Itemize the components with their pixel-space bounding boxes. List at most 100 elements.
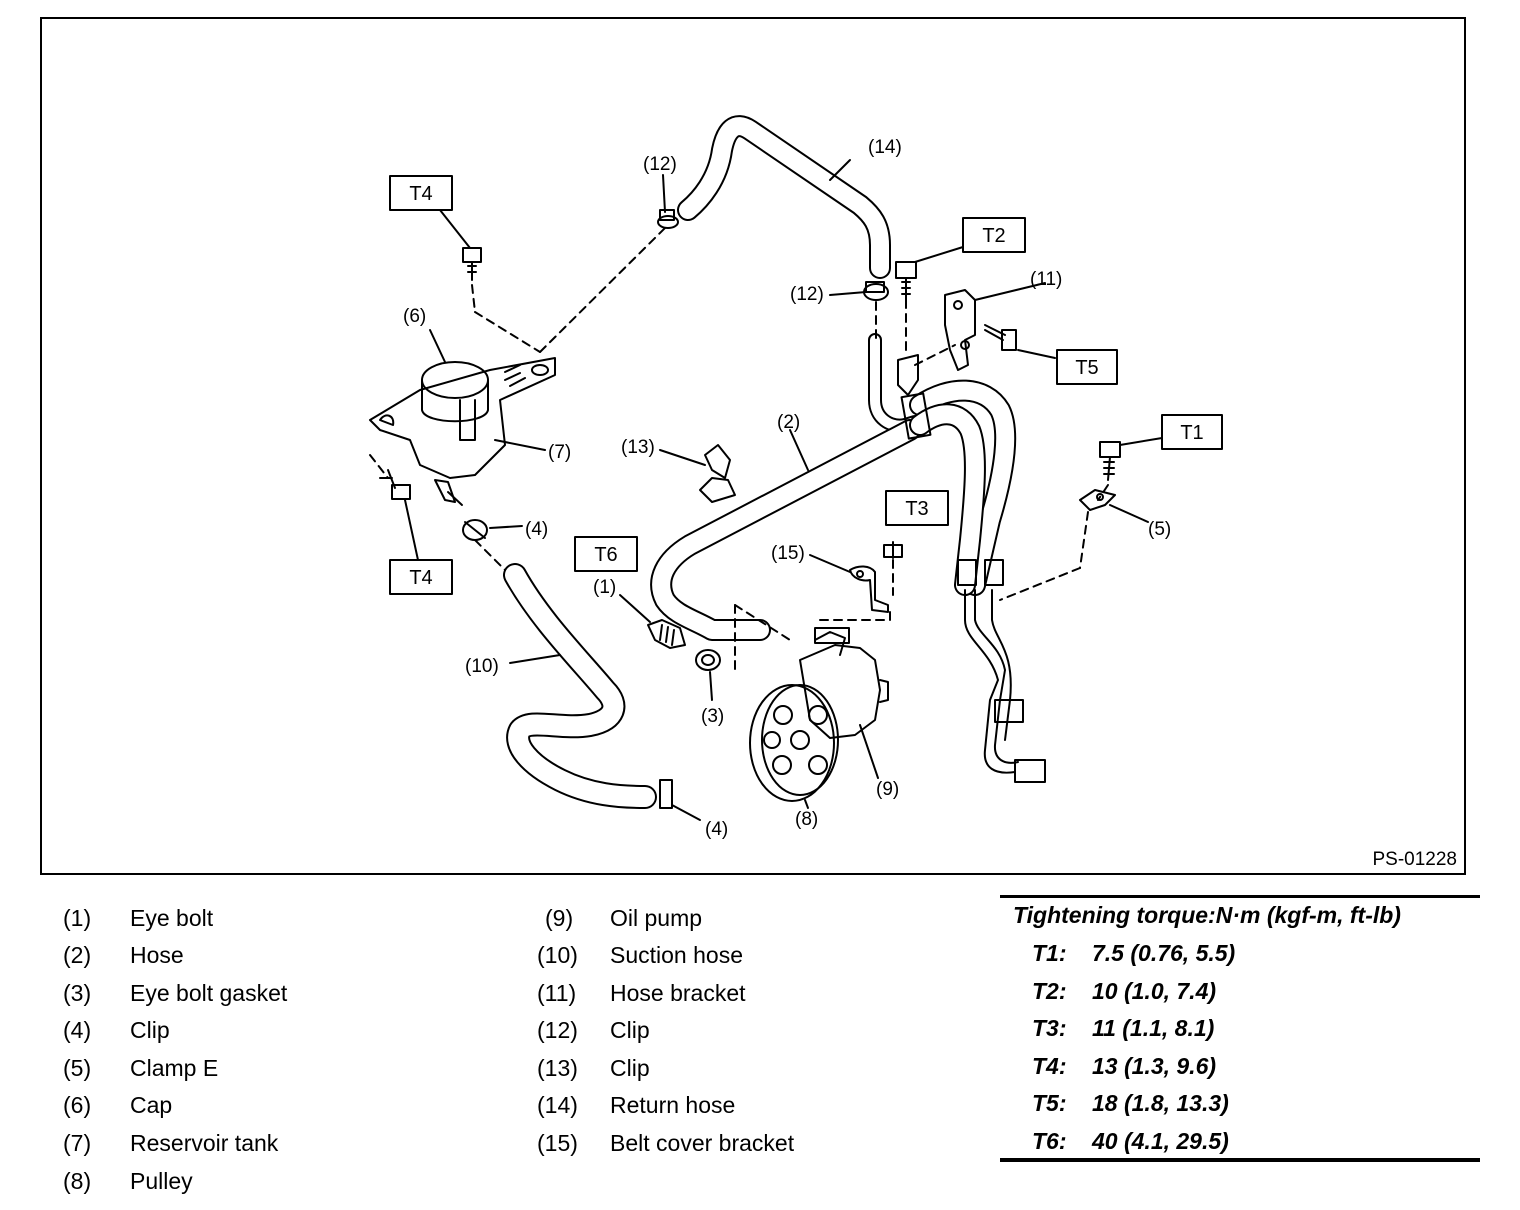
torque-key: T3:: [1032, 1015, 1067, 1041]
legend-number: (11): [537, 980, 577, 1006]
legend-number: (5): [63, 1055, 92, 1081]
torque-box-t3: [885, 490, 949, 526]
clip-4-lower: [659, 779, 701, 821]
torque-value: 10 (1.0, 7.4): [1092, 978, 1217, 1004]
legend-part-name: Oil pump: [610, 905, 703, 931]
legend-part-name: Belt cover bracket: [610, 1130, 795, 1156]
torque-value: 7.5 (0.76, 5.5): [1092, 940, 1236, 966]
legend-part-name: Suction hose: [610, 942, 743, 968]
callout-6: (6): [403, 306, 426, 327]
callout-7: (7): [548, 442, 571, 463]
legend-part-name: Eye bolt: [130, 905, 214, 931]
torque-label-t3: T3: [905, 498, 928, 520]
legend-number: (15): [537, 1130, 578, 1156]
legend-number: (1): [63, 905, 92, 931]
diagram-frame: [40, 17, 1466, 875]
legend-part-name: Hose bracket: [610, 980, 746, 1006]
belt-cover-bracket: [809, 541, 903, 613]
callout-12-lower: (12): [790, 284, 824, 305]
callout-leaders: [429, 159, 1046, 471]
torque-key: T4:: [1032, 1053, 1067, 1079]
callout-3: (3): [701, 706, 724, 727]
torque-value: 18 (1.8, 13.3): [1092, 1090, 1229, 1116]
legend-part-name: Clip: [130, 1017, 170, 1043]
legend-number: (12): [537, 1017, 578, 1043]
table-bottom-rule: [1000, 1158, 1480, 1162]
legend-part-name: Reservoir tank: [130, 1130, 279, 1156]
torque-box-t1: [1161, 414, 1223, 450]
torque-label-t5: T5: [1075, 357, 1098, 379]
torque-label-t1: T1: [1180, 422, 1203, 444]
bolt-t5: [984, 324, 1056, 359]
legend-number: (7): [63, 1130, 92, 1156]
callout-13: (13): [621, 437, 655, 458]
torque-key: T6:: [1032, 1128, 1067, 1154]
callout-9: (9): [876, 779, 899, 800]
figure-code: PS-01228: [1372, 849, 1457, 870]
legend-number: (3): [63, 980, 92, 1006]
callout-1: (1): [593, 577, 616, 598]
legend-number: (10): [537, 942, 578, 968]
exploded-diagram: T4 T2 T5 T1 T3 T6 T4 (12) (14) (6) (12) …: [369, 115, 1457, 870]
legend-number: (6): [63, 1092, 92, 1118]
clamp-e: [1079, 489, 1149, 523]
bolt-t4-lower: [379, 469, 419, 561]
legend-part-name: Cap: [130, 1092, 173, 1118]
legend-number: (4): [63, 1017, 92, 1043]
clip-12-lower: [863, 281, 889, 301]
torque-box-t4-upper: [389, 175, 453, 211]
suction-hose: [503, 563, 657, 809]
legend-number: (9): [545, 905, 574, 931]
dashed-guides: [369, 227, 1109, 673]
eye-bolt-gasket: [695, 649, 721, 701]
clip-13: [659, 444, 736, 503]
clip-12-upper: [657, 209, 679, 229]
torque-label-t4-lower: T4: [409, 567, 432, 589]
torque-value: 11 (1.1, 8.1): [1092, 1015, 1215, 1041]
legend-number: (14): [537, 1092, 578, 1118]
legend-part-name: Clamp E: [130, 1055, 219, 1081]
callout-12-upper: (12): [643, 154, 677, 175]
torque-label-t2: T2: [982, 225, 1005, 247]
pressure-hose: [650, 333, 1046, 783]
callout-14: (14): [868, 137, 902, 158]
callout-4-upper: (4): [525, 519, 548, 540]
torque-label-t4-upper: T4: [409, 183, 432, 205]
oil-pump: [799, 627, 889, 779]
bolt-t1: [1099, 437, 1163, 481]
bolt-t2: [895, 246, 964, 396]
hose-bracket: [944, 289, 976, 371]
legend-part-name: Return hose: [610, 1092, 736, 1118]
legend-number: (8): [63, 1168, 92, 1194]
callout-8: (8): [795, 809, 818, 830]
legend-part-name: Eye bolt gasket: [130, 980, 288, 1006]
legend-part-name: Pulley: [130, 1168, 193, 1194]
torque-box-t6: [574, 536, 638, 572]
reservoir-tank: [369, 357, 556, 506]
torque-table-title: Tightening torque:N·m (kgf-m, ft-lb): [1013, 902, 1401, 928]
callout-10: (10): [465, 656, 499, 677]
torque-label-t6: T6: [594, 544, 617, 566]
legend-number: (13): [537, 1055, 578, 1081]
torque-box-t5: [1056, 349, 1118, 385]
callout-15: (15): [771, 543, 805, 564]
torque-key: T1:: [1032, 940, 1067, 966]
torque-key: T2:: [1032, 978, 1067, 1004]
torque-value: 13 (1.3, 9.6): [1092, 1053, 1217, 1079]
legend-part-name: Clip: [610, 1055, 650, 1081]
legend-number: (2): [63, 942, 92, 968]
callout-2: (2): [777, 412, 800, 433]
torque-box-t2: [962, 217, 1026, 253]
legend-part-name: Hose: [130, 942, 184, 968]
pulley: [749, 684, 839, 809]
torque-key: T5:: [1032, 1090, 1067, 1116]
legend-part-name: Clip: [610, 1017, 650, 1043]
table-top-rule: [1000, 895, 1480, 898]
torque-box-t4-lower: [389, 559, 453, 595]
bolt-t4-upper: [439, 209, 482, 281]
callout-4-lower: (4): [705, 819, 728, 840]
torque-table: Tightening torque:N·m (kgf-m, ft-lb) T1:…: [1000, 895, 1480, 1163]
callout-11: (11): [1030, 269, 1062, 290]
eye-bolt: [619, 594, 686, 649]
return-hose: [677, 115, 891, 279]
